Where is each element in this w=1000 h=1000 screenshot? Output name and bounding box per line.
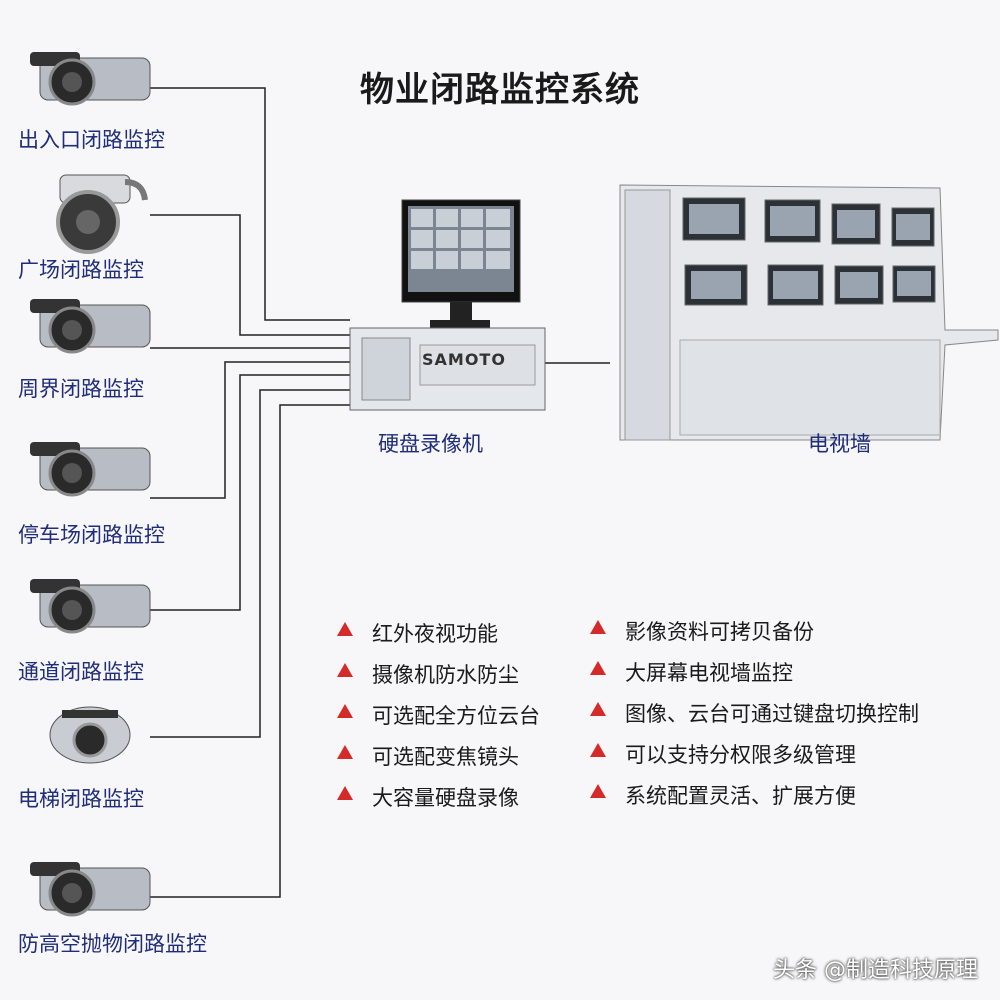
feature-right-3: 图像、云台可通过键盘切换控制 <box>625 702 919 726</box>
bullet-camera-icon <box>30 862 151 917</box>
bullet-triangle-icon <box>337 622 353 636</box>
watermark: 头条 @制造科技原理 <box>773 958 978 983</box>
line-elevator <box>150 389 350 738</box>
bullet-triangle-icon <box>590 620 606 634</box>
camera-label-corridor: 通道闭路监控 <box>18 660 144 684</box>
camera-label-plaza: 广场闭路监控 <box>18 258 144 282</box>
bullet-triangle-icon <box>590 743 606 757</box>
dome-ptz-camera-icon <box>56 174 148 254</box>
bullet-camera-icon <box>30 52 151 106</box>
bullet-triangle-icon <box>337 745 353 759</box>
feature-left-3: 可选配全方位云台 <box>372 704 540 728</box>
dvr-recorder-icon <box>349 199 546 411</box>
bullet-triangle-icon <box>337 704 353 718</box>
camera-label-parking: 停车场闭路监控 <box>18 523 165 547</box>
line-parking <box>150 361 350 499</box>
bullet-triangle-icon <box>590 784 606 798</box>
feature-left-4: 可选配变焦镜头 <box>372 745 519 769</box>
feature-left-2: 摄像机防水防尘 <box>372 663 519 687</box>
bullet-triangle-icon <box>337 786 353 800</box>
camera-label-perimeter: 周界闭路监控 <box>18 377 144 401</box>
page-title: 物业闭路监控系统 <box>360 70 640 110</box>
bullet-camera-icon <box>30 299 151 354</box>
bullet-camera-icon <box>30 579 151 634</box>
bullet-camera-icon <box>30 442 151 497</box>
camera-label-anti-throw: 防高空抛物闭路监控 <box>18 932 207 956</box>
line-anti-throw <box>150 404 350 898</box>
bullet-triangle-icon <box>337 663 353 677</box>
dome-camera-icon <box>49 706 131 764</box>
feature-right-1: 影像资料可拷贝备份 <box>625 620 814 644</box>
video-wall-console-icon <box>619 184 999 441</box>
bullet-triangle-icon <box>590 661 606 675</box>
line-corridor <box>150 374 350 611</box>
recorder-brand-text: SAMOTO <box>422 350 506 369</box>
feature-right-2: 大屏幕电视墙监控 <box>625 661 793 685</box>
recorder-label: 硬盘录像机 <box>378 432 483 456</box>
feature-right-4: 可以支持分权限多级管理 <box>625 743 856 767</box>
feature-left-5: 大容量硬盘录像 <box>372 786 519 810</box>
feature-right-5: 系统配置灵活、扩展方便 <box>625 784 856 808</box>
line-plaza <box>150 214 350 336</box>
camera-label-entrance: 出入口闭路监控 <box>18 128 165 152</box>
line-entrance <box>150 87 350 321</box>
camera-label-elevator: 电梯闭路监控 <box>18 787 144 811</box>
feature-left-1: 红外夜视功能 <box>372 622 498 646</box>
bullet-triangle-icon <box>590 702 606 716</box>
videowall-label: 电视墙 <box>808 432 871 456</box>
